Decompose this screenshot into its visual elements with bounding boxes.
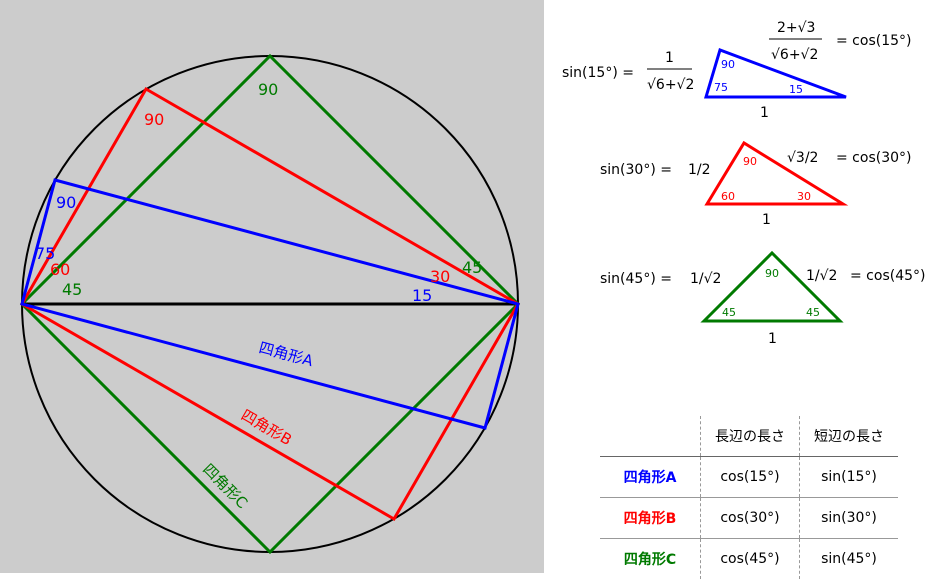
t30-angle-60: 60 (721, 190, 735, 203)
t30-angle-90: 90 (743, 155, 757, 168)
t15-angle-90: 90 (721, 58, 735, 71)
t45-base: 1 (768, 331, 777, 347)
row-long-a: cos(15°) (701, 457, 800, 498)
t15-base: 1 (760, 105, 769, 121)
angle-label-blue-15: 15 (412, 286, 432, 305)
t15-angle-75: 75 (714, 81, 728, 94)
table-row: 四角形A cos(15°) sin(15°) (600, 457, 898, 498)
cos45-label: = cos(45°) (850, 268, 925, 284)
t15-angle-15: 15 (789, 83, 803, 96)
sin45-label: sin(45°) = (600, 271, 672, 287)
cos15-denominator: √6+√2 (771, 47, 818, 63)
angle-label-green-45-right: 45 (462, 258, 482, 277)
t45-angle-45-left: 45 (722, 306, 736, 319)
sin30-label: sin(30°) = (600, 162, 672, 178)
table-header-long: 長辺の長さ (701, 416, 800, 457)
row-name-a: 四角形A (600, 457, 701, 498)
sin30-value: 1/2 (688, 162, 711, 178)
table-header-short: 短辺の長さ (800, 416, 899, 457)
angle-label-green-90: 90 (258, 80, 278, 99)
cos45-hyp: 1/√2 (806, 268, 837, 284)
cos30-hyp: √3/2 (787, 150, 818, 166)
angle-label-red-30: 30 (430, 267, 450, 286)
t45-angle-45-right: 45 (806, 306, 820, 319)
row-short-b: sin(30°) (800, 498, 899, 539)
sin15-denominator: √6+√2 (647, 77, 694, 93)
cos30-label: = cos(30°) (836, 150, 911, 166)
table-header-empty (600, 416, 701, 457)
sin45-value: 1/√2 (690, 271, 721, 287)
sin15-label: sin(15°) = (562, 65, 634, 81)
row-name-b: 四角形B (600, 498, 701, 539)
sin15-numerator: 1 (665, 50, 674, 66)
table-header-row: 長辺の長さ 短辺の長さ (600, 416, 898, 457)
t30-base: 1 (762, 212, 771, 228)
table-row: 四角形B cos(30°) sin(30°) (600, 498, 898, 539)
t45-angle-90: 90 (765, 267, 779, 280)
cos15-numerator: 2+√3 (777, 20, 815, 36)
cos15-label: = cos(15°) (836, 33, 911, 49)
angle-label-red-60: 60 (50, 260, 70, 279)
row-long-b: cos(30°) (701, 498, 800, 539)
summary-table: 長辺の長さ 短辺の長さ 四角形A cos(15°) sin(15°) 四角形B … (600, 416, 898, 579)
row-short-a: sin(15°) (800, 457, 899, 498)
angle-label-blue-90: 90 (56, 193, 76, 212)
t30-angle-30: 30 (797, 190, 811, 203)
angle-label-green-45-left: 45 (62, 280, 82, 299)
angle-label-red-90: 90 (144, 110, 164, 129)
